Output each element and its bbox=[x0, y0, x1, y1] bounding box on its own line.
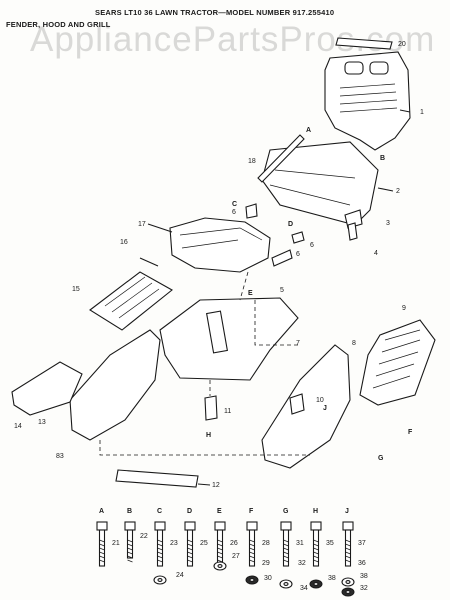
hardware-part-number: 34 bbox=[300, 585, 308, 592]
part-17-dash-panel: 17 bbox=[138, 217, 271, 273]
part-1-seat-back: 1 bbox=[324, 51, 424, 151]
callout-13: 13 bbox=[38, 419, 46, 426]
bolt-head-A bbox=[96, 521, 108, 531]
connector-H: H bbox=[206, 432, 211, 439]
callout-18: 18 bbox=[248, 158, 256, 165]
callout-83: 83 bbox=[56, 453, 64, 460]
connector-E: E bbox=[248, 290, 253, 297]
callout-8: 8 bbox=[352, 340, 356, 347]
callout-14: 14 bbox=[14, 423, 22, 430]
callout-2: 2 bbox=[396, 188, 400, 195]
connector-G: G bbox=[378, 455, 384, 462]
callout-11: 11 bbox=[224, 408, 231, 415]
part-13-left-fender: 13 bbox=[38, 329, 161, 441]
bolt-head-D bbox=[184, 521, 196, 531]
part-7-floor-pan: 5 7 bbox=[159, 287, 300, 381]
part-9-step-plate: 9 bbox=[359, 305, 436, 406]
hardware-letter-A: A bbox=[99, 508, 104, 515]
part-12-bar: 12 bbox=[115, 469, 220, 489]
hardware-part-number: 30 bbox=[264, 575, 272, 582]
callout-10: 10 bbox=[316, 397, 324, 404]
watermark: AppliancePartsPros.com bbox=[30, 20, 436, 59]
bolt-head-E bbox=[214, 521, 226, 531]
hardware-part-number: 35 bbox=[326, 540, 334, 547]
callout-4: 4 bbox=[374, 250, 378, 257]
callout-9: 9 bbox=[402, 305, 406, 312]
hardware-letter-B: B bbox=[127, 508, 132, 515]
hardware-part-number: 22 bbox=[140, 533, 148, 540]
callout-15: 15 bbox=[72, 286, 80, 293]
hardware-part-number: 38 bbox=[360, 573, 368, 580]
connector-A: A bbox=[306, 127, 311, 134]
hardware-part-number: 24 bbox=[176, 572, 184, 579]
part-3-bracket: 3 bbox=[344, 209, 390, 229]
connector-F: F bbox=[408, 429, 413, 436]
part-14-grill: 14 bbox=[11, 361, 83, 430]
connector-J: J bbox=[323, 405, 327, 412]
hardware-part-number: 32 bbox=[298, 560, 306, 567]
callout-12: 12 bbox=[212, 482, 220, 489]
part-18-rail: 18 bbox=[248, 134, 305, 183]
hardware-part-number: 37 bbox=[358, 540, 366, 547]
hardware-letter-C: C bbox=[157, 508, 162, 515]
connector-C: C bbox=[232, 201, 237, 208]
part-6-brackets: 6 6 6 bbox=[232, 203, 314, 267]
part-4-clip: 4 bbox=[347, 222, 378, 257]
part-16-pin: 16 bbox=[120, 239, 159, 267]
bolt-head-H bbox=[310, 521, 322, 531]
hardware-letter-H: H bbox=[313, 508, 318, 515]
bolt-head-F bbox=[246, 521, 258, 531]
callout-20: 20 bbox=[398, 41, 406, 48]
hardware-row: A B C D E F G H J 21 22 23 25 26 27 28 29 30 31 32 35 36 37 38 2… bbox=[96, 508, 368, 597]
hardware-part-number: 28 bbox=[262, 540, 270, 547]
diagram-subtitle: FENDER, HOOD AND GRILL bbox=[6, 20, 111, 29]
connector-B: B bbox=[380, 155, 385, 162]
hardware-letter-D: D bbox=[187, 508, 192, 515]
callout-6a: 6 bbox=[232, 209, 236, 216]
callout-6c: 6 bbox=[310, 242, 314, 249]
hardware-part-number: 23 bbox=[170, 540, 178, 547]
hardware-part-number: 21 bbox=[112, 540, 120, 547]
bolt-head-J bbox=[342, 521, 354, 531]
hardware-part-number: 38 bbox=[328, 575, 336, 582]
callout-17: 17 bbox=[138, 221, 146, 228]
part-15-step-plate: 15 bbox=[72, 271, 173, 331]
connector-D: D bbox=[288, 221, 293, 228]
callout-3: 3 bbox=[386, 220, 390, 227]
hardware-letter-E: E bbox=[217, 508, 222, 515]
callout-1: 1 bbox=[420, 109, 424, 116]
callout-7: 7 bbox=[296, 340, 300, 347]
part-2-hood: 2 bbox=[261, 141, 400, 226]
part-20-strip: 20 bbox=[335, 37, 406, 50]
connector-labels: A B C D E F G H J bbox=[206, 127, 413, 462]
part-8-right-fender: 8 bbox=[261, 340, 356, 469]
hardware-letter-F: F bbox=[249, 508, 254, 515]
hardware-part-number: 27 bbox=[232, 553, 240, 560]
hardware-part-number: 31 bbox=[296, 540, 304, 547]
bolt-head-C bbox=[154, 521, 166, 531]
hardware-letter-G: G bbox=[283, 508, 289, 515]
assembly-lines bbox=[99, 271, 310, 456]
hardware-part-number: 29 bbox=[262, 560, 270, 567]
diagram-title: SEARS LT10 36 LAWN TRACTOR—MODEL NUMBER … bbox=[95, 8, 335, 17]
callout-6b: 6 bbox=[296, 251, 300, 258]
bolt-head-B bbox=[124, 521, 136, 531]
part-11-bracket: 11 bbox=[204, 395, 231, 421]
callout-16: 16 bbox=[120, 239, 128, 246]
hardware-part-number: 32 bbox=[360, 585, 368, 592]
hardware-letter-J: J bbox=[345, 508, 349, 515]
hardware-part-number: 36 bbox=[358, 560, 366, 567]
hardware-part-number: 26 bbox=[230, 540, 238, 547]
bolt-head-G bbox=[280, 521, 292, 531]
callout-5: 5 bbox=[280, 287, 284, 294]
part-10-bracket: 10 bbox=[289, 393, 324, 415]
hardware-part-number: 25 bbox=[200, 540, 208, 547]
